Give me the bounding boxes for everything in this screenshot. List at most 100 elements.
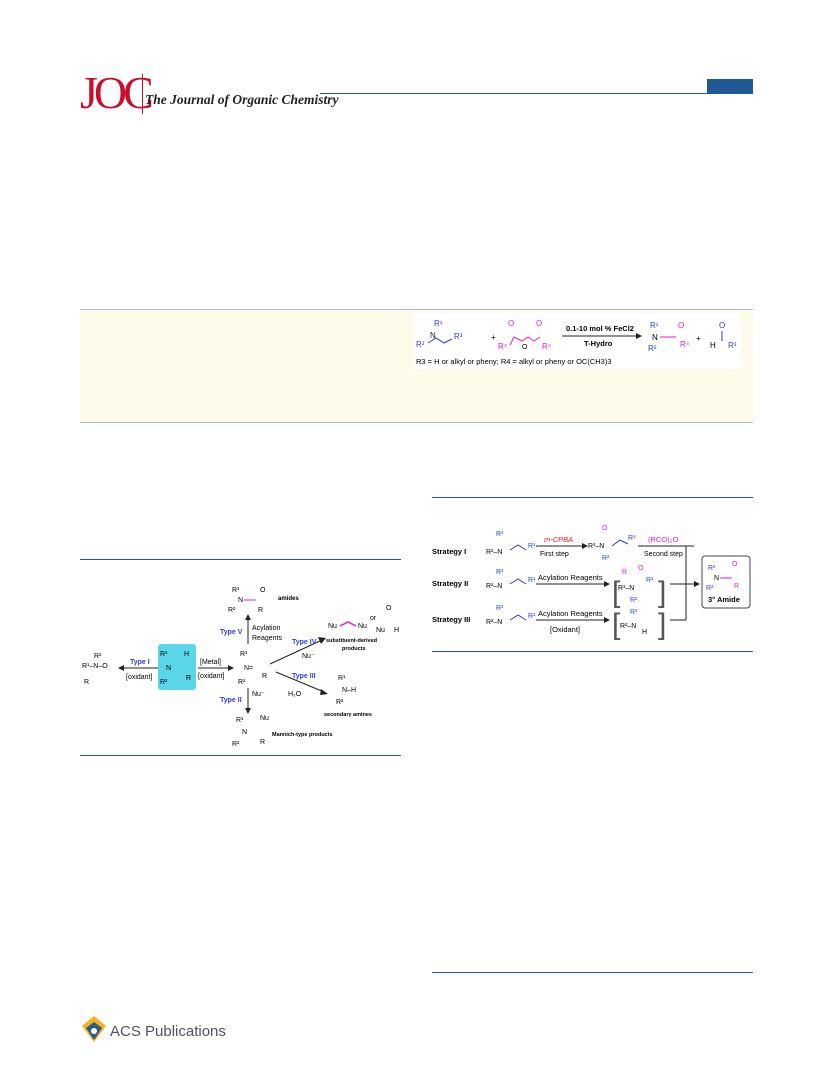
r4-label: R⁴ [680,340,690,349]
type5-label: Type V [220,629,243,636]
acs-emblem-icon [82,1016,106,1042]
acs-publications-label: ACS Publications [110,1023,226,1040]
arrowhead [318,637,326,644]
r4-label: R⁴ [498,342,508,351]
r-label: R [84,679,89,686]
o-atom: O [260,587,266,594]
highlighted-amine [158,644,196,690]
water: H₂O [288,691,302,698]
n-oxide: R³–N [588,543,604,550]
plus-1: + [491,333,496,342]
iminium-n: N= [244,665,253,672]
n-atom: N [430,331,436,340]
type1-condition: [oxidant] [126,674,153,681]
o-atom: O [678,321,684,330]
anhydride-label: (RCO)₂O [648,535,679,544]
n-oxide-formula: R¹–N–O [82,663,108,670]
toc-graphic: R¹ N R² R³ + O O R⁴ O R⁴ 0.1-10 mol % Fe… [414,313,741,369]
r1-label: R¹ [650,321,659,330]
nu-minus: Nu⁻ [252,691,265,698]
secondary-amine: N–H [342,687,356,694]
strategy1-label: Strategy I [432,547,466,556]
r2-label: R² [648,344,657,353]
bracket: [ [612,576,621,609]
nu-product: Nu [358,623,367,630]
o-atom: O [522,344,528,351]
scheme1-figure: R² R¹–N–O R Type I [oxidant] R¹ H N R² R… [80,580,401,750]
amide-n: N [714,575,719,582]
o-atom: O [536,319,542,328]
h-atom: H [184,651,189,658]
type2-label: Type II [220,697,242,704]
nu-minus: Nu⁻ [302,653,315,660]
r3-label: R³ [454,332,463,341]
second-step-label: Second step [644,551,683,558]
amine: R²–N [486,619,502,626]
r-label: R [622,569,627,576]
r-label: R [262,673,267,680]
r2-label: R² [238,679,246,686]
arrowhead [228,665,234,671]
journal-logo: JOC [80,67,154,118]
r3-label: R³ [708,565,716,572]
header-tab [707,79,753,94]
amine: R²–N [486,583,502,590]
arrowhead [245,708,251,714]
acyl-reagents-label: Acylation Reagents [538,609,603,618]
amine-bonds [509,614,527,621]
metal-condition: [Metal] [200,659,221,666]
or-text: or [370,615,377,622]
r1-label: R¹ [646,577,654,584]
nu-chain [339,621,357,627]
column-bottom-rule [432,972,753,973]
oxidant-label: [Oxidant] [550,625,580,634]
toc-reaction-scheme: R¹ N R² R³ + O O R⁴ O R⁴ 0.1-10 mol % Fe… [416,319,737,366]
o-atom: O [638,565,644,572]
r-label: R [260,739,265,746]
type3-label: Type III [292,673,316,680]
o-atom: O [508,319,514,328]
r3-label: R³ [630,609,638,616]
h-atom: H [394,627,399,634]
acylation-text: Acylation [252,625,281,632]
arrowhead [636,333,642,339]
o-atom: O [719,321,725,330]
r-label: R [734,583,739,590]
scheme2-top-rule [432,497,753,498]
o-atom: O [386,605,392,612]
r1-label: R¹ [628,535,636,542]
logo-divider [142,74,143,114]
r1-label: R¹ [236,717,244,724]
mannich-products: Mannich-type products [272,732,333,738]
product-label: 3° Amide [708,595,740,604]
scheme1-svg: R² R¹–N–O R Type I [oxidant] R¹ H N R² R… [82,587,399,748]
header-rule [320,93,753,94]
r1-label: R¹ [240,651,248,658]
r1-label: R¹ [528,613,536,620]
arrowhead [582,543,588,549]
amine-bonds [509,578,527,585]
o-atom: O [732,561,738,568]
arrowhead [320,689,328,695]
r2-label: R² [94,653,102,660]
r4-label: R⁴ [542,342,552,351]
r1-label: R¹ [434,319,443,328]
r2-label: R² [706,585,714,592]
scheme1-top-rule [80,559,401,560]
acyl-ammonium: R³–N [618,585,634,592]
r2-label: R² [228,607,236,614]
n-atom: N [242,729,247,736]
product-box [701,555,751,609]
scheme2-bottom-rule [432,651,753,652]
substituent-products: products [342,646,366,652]
r3-label: R³ [496,569,504,576]
first-step-label: First step [540,551,569,558]
r1-label: R¹ [232,587,240,594]
substituent-products: substituent-derived [326,638,377,644]
nu-product: Nu [328,623,337,630]
nu-aldehyde: Nu [376,627,385,634]
amine: R²–N [486,549,502,556]
amine-bonds [427,337,453,344]
secondary-amines-label: secondary amines [324,712,372,718]
bracket: ] [658,608,666,640]
